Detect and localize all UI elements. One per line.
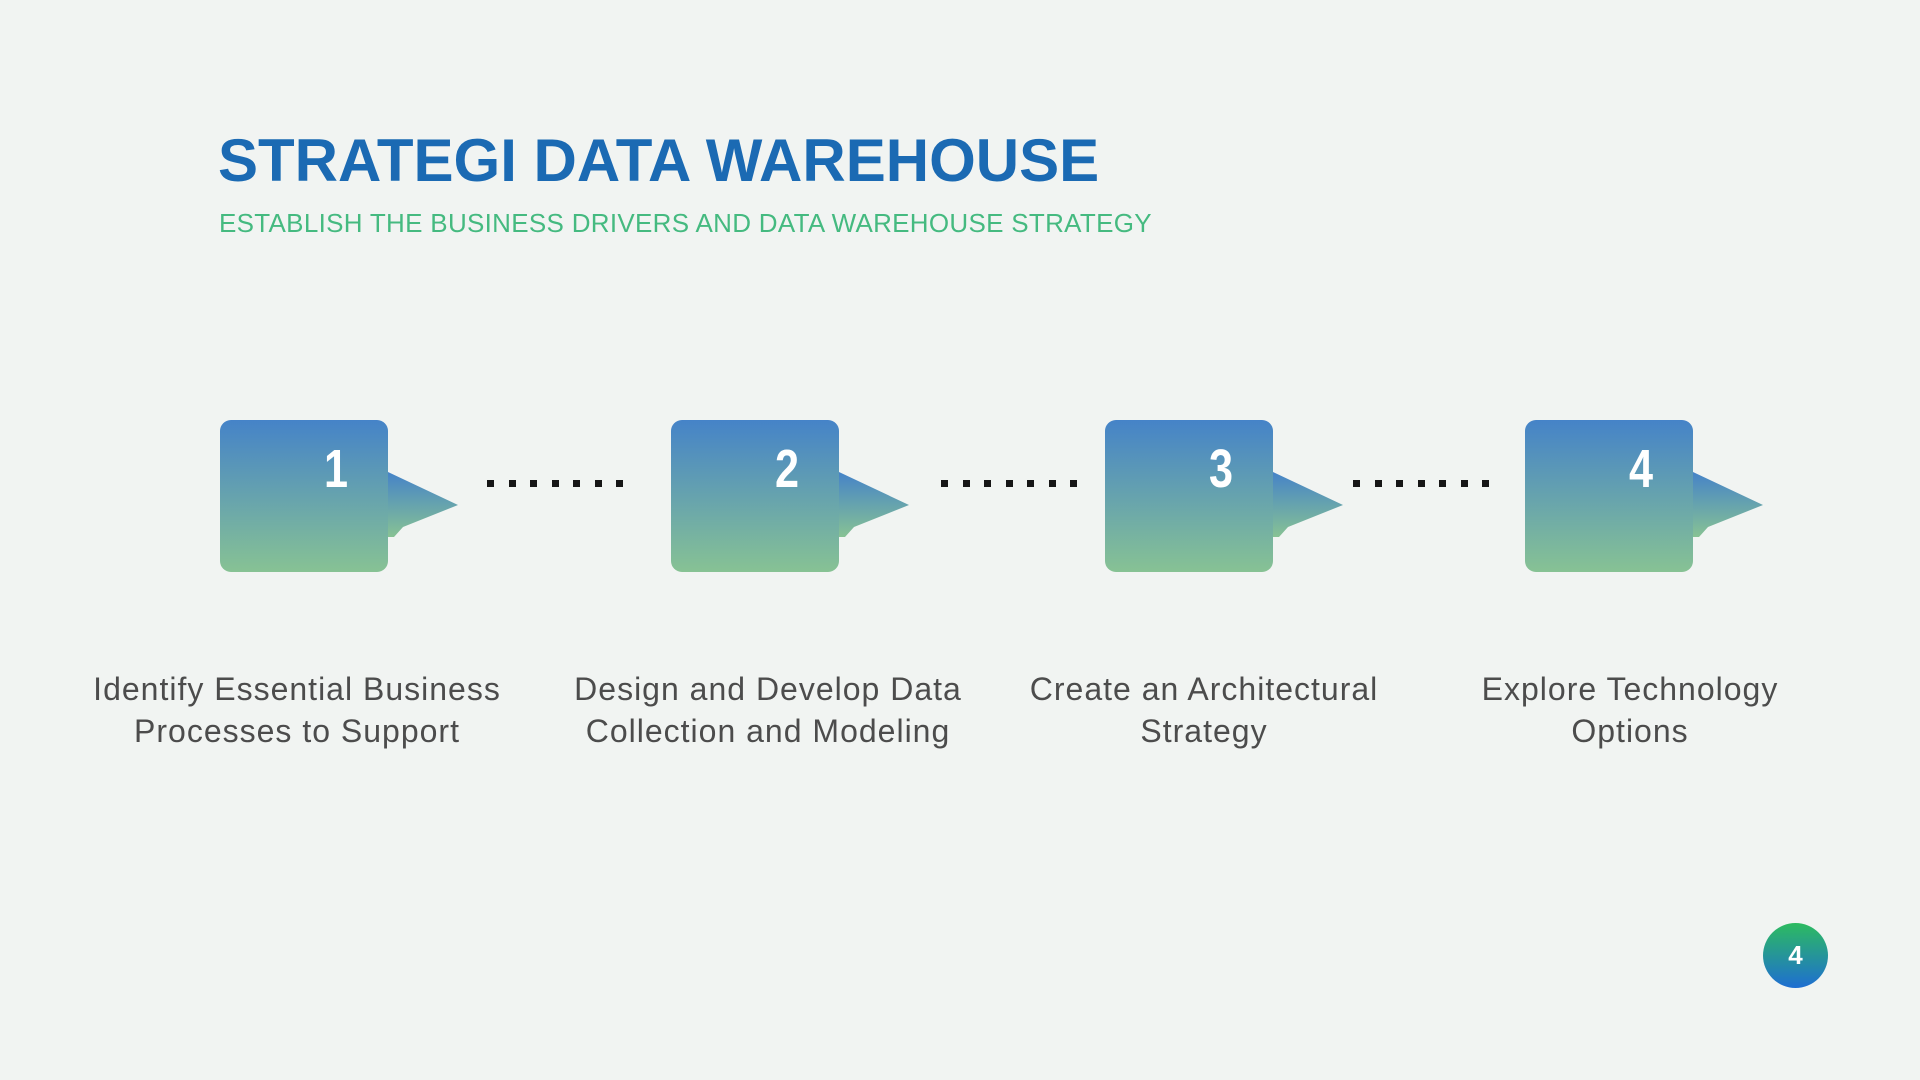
dot bbox=[1460, 480, 1468, 487]
step-label-line2: Processes to Support bbox=[134, 713, 460, 749]
dot bbox=[984, 480, 991, 487]
step-number: 2 bbox=[774, 439, 799, 499]
step-label-line1: Create an Architectural bbox=[1029, 671, 1379, 707]
arrow-shape-icon bbox=[1525, 420, 1763, 572]
dot bbox=[616, 480, 623, 487]
dot bbox=[551, 480, 559, 487]
slide-title: STRATEGI DATA WAREHOUSE bbox=[218, 127, 1100, 194]
step-label-line2: Strategy bbox=[1140, 713, 1268, 749]
step-label: Identify Essential Business Processes to… bbox=[57, 668, 537, 752]
dot bbox=[1417, 480, 1425, 487]
dotted-connector bbox=[1353, 480, 1489, 487]
arrow-shape-icon bbox=[1105, 420, 1343, 572]
step-label: Create an Architectural Strategy bbox=[964, 668, 1444, 752]
dot bbox=[530, 480, 537, 487]
dot bbox=[962, 480, 970, 487]
dot bbox=[1048, 480, 1056, 487]
step-label-line2: Options bbox=[1571, 713, 1689, 749]
step-label: Explore Technology Options bbox=[1390, 668, 1870, 752]
step-label-line1: Identify Essential Business bbox=[93, 671, 501, 707]
dot bbox=[941, 480, 948, 487]
process-step-arrow-1: 1 bbox=[220, 420, 460, 572]
step-number: 4 bbox=[1628, 439, 1653, 499]
step-number: 1 bbox=[323, 439, 348, 499]
step-label-line1: Design and Develop Data bbox=[574, 671, 962, 707]
dot bbox=[1005, 480, 1013, 487]
process-step-arrow-4: 4 bbox=[1525, 420, 1765, 572]
dot bbox=[594, 480, 602, 487]
dotted-connector bbox=[487, 480, 623, 487]
step-number: 3 bbox=[1208, 439, 1233, 499]
step-label: Design and Develop Data Collection and M… bbox=[528, 668, 1008, 752]
dot bbox=[1353, 480, 1360, 487]
dotted-connector bbox=[941, 480, 1077, 487]
dot bbox=[1070, 480, 1077, 487]
dot bbox=[573, 480, 580, 487]
process-step-arrow-2: 2 bbox=[671, 420, 911, 572]
step-label-line2: Collection and Modeling bbox=[585, 713, 951, 749]
dot bbox=[508, 480, 516, 487]
slide-subtitle: ESTABLISH THE BUSINESS DRIVERS AND DATA … bbox=[219, 208, 1152, 238]
dot bbox=[1374, 480, 1382, 487]
step-label-line1: Explore Technology bbox=[1481, 671, 1779, 707]
process-step-arrow-3: 3 bbox=[1105, 420, 1345, 572]
dot bbox=[1396, 480, 1403, 487]
page-number: 4 bbox=[1788, 940, 1803, 970]
dot bbox=[1439, 480, 1446, 487]
arrow-shape-icon bbox=[671, 420, 909, 572]
dot bbox=[1027, 480, 1034, 487]
dot bbox=[487, 480, 494, 487]
dot bbox=[1482, 480, 1489, 487]
arrow-shape-icon bbox=[220, 420, 458, 572]
page-number-badge: 4 bbox=[1763, 923, 1828, 988]
